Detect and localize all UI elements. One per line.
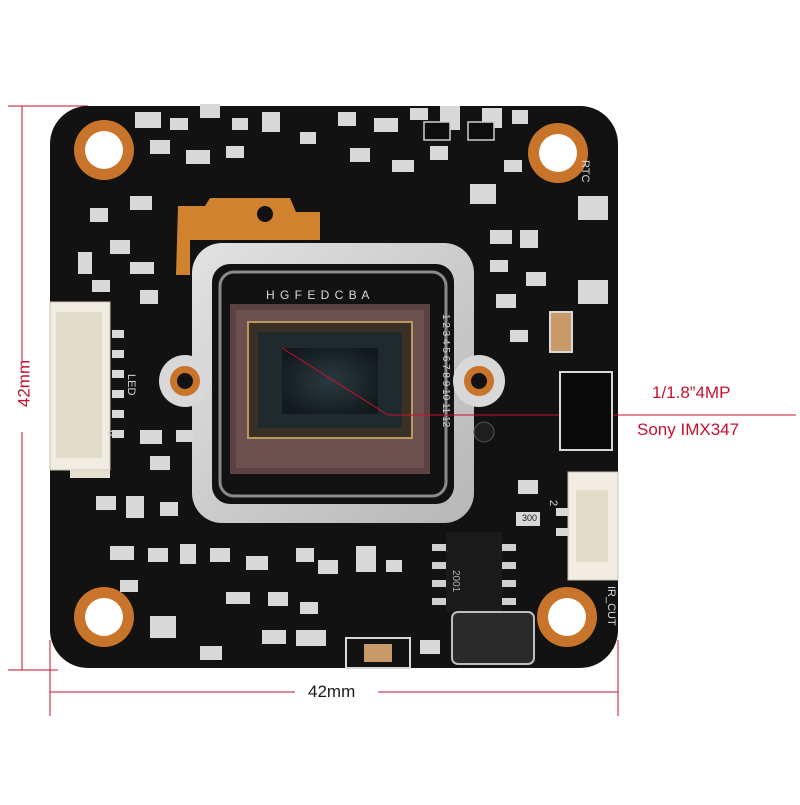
silkscreen-col-numbers: 1 2 3 4 5 6 7 8 9 10 11 12: [440, 314, 451, 428]
silkscreen-pin-6: 6: [105, 430, 117, 437]
inductor-marking: 300: [522, 513, 538, 523]
silkscreen-ircut: IR_CUT: [605, 586, 617, 626]
chip-marking: 2001: [450, 570, 461, 593]
dimension-height-line: [8, 105, 88, 671]
smd-components: [78, 104, 546, 660]
height-dimension-label: 42mm: [14, 359, 34, 408]
sensor-model-label: Sony IMX347: [637, 420, 740, 439]
sensor-pointer-line: [281, 347, 389, 416]
mounting-hole-top-right: [528, 123, 588, 183]
inductor: [451, 611, 535, 665]
width-dimension-label: 42mm: [302, 683, 362, 700]
lens-mount-right: [453, 355, 505, 407]
copper-bracket: [176, 198, 320, 275]
sensor-format-label: 1/1.8”4MP: [652, 383, 731, 402]
silkscreen-led: LED: [125, 374, 137, 396]
mounting-hole-top-left: [74, 120, 134, 180]
silkscreen-rtc: RTC: [579, 160, 591, 183]
mounting-hole-bottom-right: [537, 587, 597, 647]
transistors-top: [423, 121, 495, 141]
silkscreen-row-letters: H G F E D C B A: [266, 288, 371, 302]
soic-chip: [432, 532, 516, 612]
right-connector: [556, 471, 619, 581]
silkscreen-pin-2: 2: [547, 500, 559, 507]
mounting-hole-bottom-left: [74, 587, 134, 647]
lens-mount-left: [159, 355, 211, 407]
power-diode: [559, 371, 613, 451]
left-connector: [49, 301, 124, 478]
dimension-width-line: [49, 640, 619, 716]
